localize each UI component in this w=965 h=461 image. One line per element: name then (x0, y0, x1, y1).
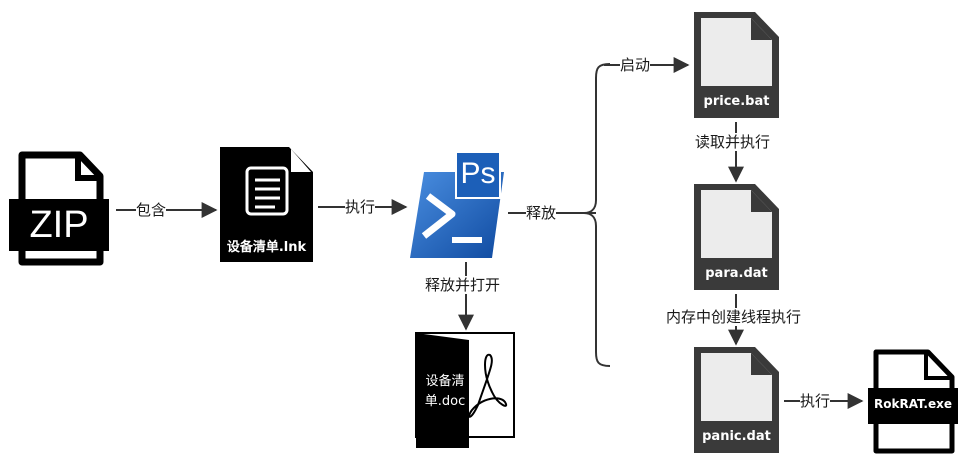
shortcut-file-icon (220, 147, 313, 262)
edge-label-contains: 包含 (136, 201, 167, 219)
ps-logo-text: Ps (460, 157, 496, 190)
zip-label: ZIP (29, 204, 89, 246)
price-label: price.bat (703, 94, 770, 109)
pdf-document-icon (415, 332, 515, 448)
edge-label-launch: 启动 (620, 56, 651, 74)
edge-label-mem-thread: 内存中创建线程执行 (666, 308, 802, 326)
zip-file-icon (9, 151, 109, 266)
release-brace (583, 63, 611, 367)
rokrat-file-icon (868, 349, 958, 454)
edge-label-release-open: 释放并打开 (425, 276, 501, 294)
edge-label-read-exec: 读取并执行 (695, 133, 771, 151)
rokrat-label: RokRAT.exe (874, 397, 952, 411)
panic-label: panic.dat (702, 429, 771, 444)
para-label: para.dat (705, 266, 768, 281)
doc-label-line2: 单.doc (424, 394, 466, 409)
doc-label-line1: 设备清 (425, 374, 465, 389)
powershell-icon (410, 151, 504, 258)
edge-label-execute2: 执行 (800, 392, 831, 410)
edge-label-execute1: 执行 (345, 198, 376, 216)
panic-file-icon (694, 347, 779, 453)
price-file-icon (694, 12, 779, 118)
edge-label-release: 释放 (526, 204, 557, 222)
para-file-icon (694, 184, 779, 290)
lnk-label: 设备清单.lnk (226, 240, 307, 255)
